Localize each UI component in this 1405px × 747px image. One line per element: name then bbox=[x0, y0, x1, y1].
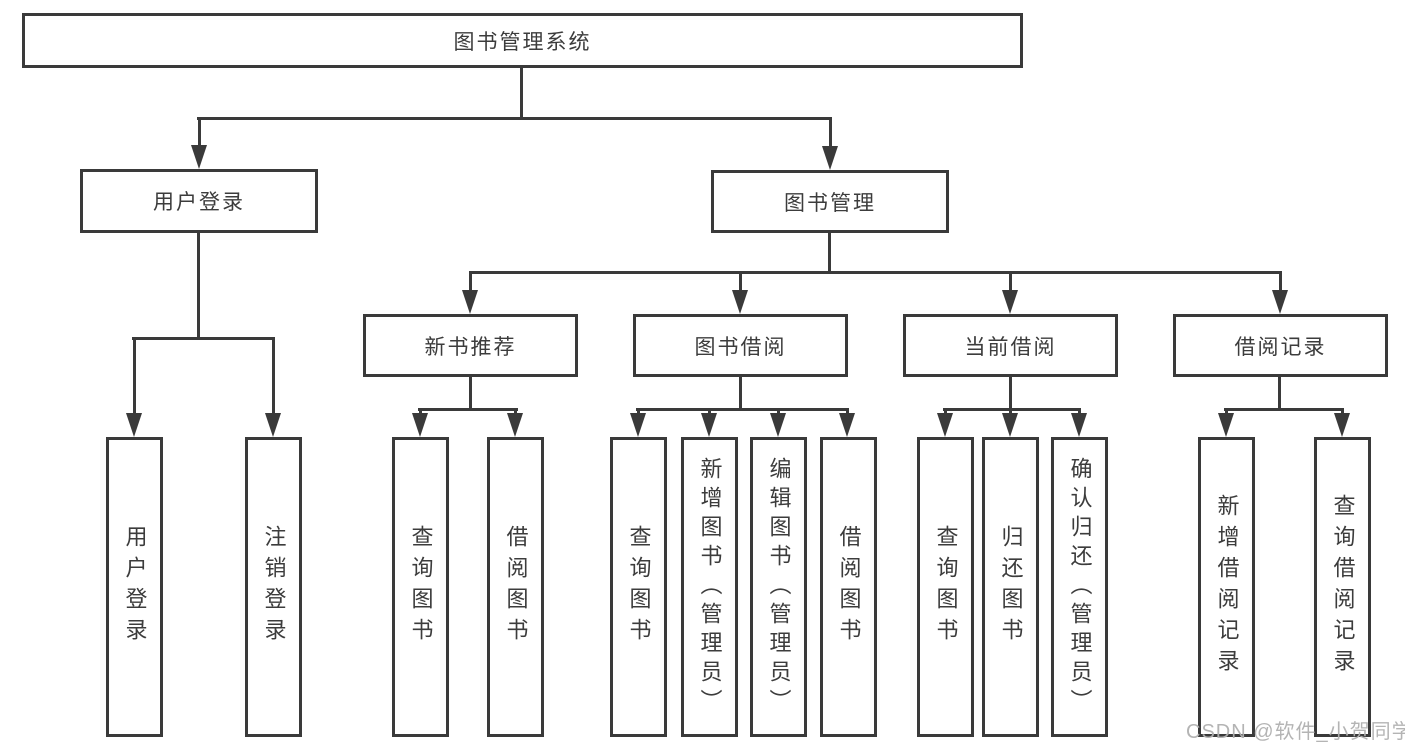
node-borrowing-records: 借阅记录 bbox=[1173, 314, 1388, 377]
arrow-to-cb-query bbox=[937, 413, 953, 437]
leaf-nb-query-books: 查询图书 bbox=[392, 437, 449, 737]
connector-to-cb-confirm bbox=[1078, 408, 1081, 417]
connector-bb-stem bbox=[739, 377, 742, 411]
arrow-to-new-book bbox=[462, 290, 478, 314]
connector-to-leaf-user-login bbox=[133, 337, 136, 417]
leaf-nb-borrow-books: 借阅图书 bbox=[487, 437, 544, 737]
connector-to-current-borrowing bbox=[1009, 271, 1012, 294]
connector-user-login-stem bbox=[197, 233, 200, 340]
node-user-login: 用户登录 bbox=[80, 169, 318, 233]
connector-to-bb-query bbox=[637, 408, 640, 417]
arrow-to-cb-confirm bbox=[1071, 413, 1087, 437]
arrow-to-nb-query bbox=[412, 413, 428, 437]
connector-root-to-user-login bbox=[198, 117, 201, 148]
arrow-to-leaf-logout bbox=[265, 413, 281, 437]
arrow-to-user-login bbox=[191, 145, 207, 169]
node-book-management-label: 图书管理 bbox=[784, 191, 876, 215]
connector-to-bb-add bbox=[708, 408, 711, 417]
arrow-to-br-add bbox=[1218, 413, 1234, 437]
connector-to-br-query bbox=[1341, 408, 1344, 417]
leaf-br-query-record-label: 查询借阅记录 bbox=[1330, 494, 1356, 680]
connector-root-bar bbox=[197, 117, 832, 120]
connector-to-cb-return bbox=[1009, 408, 1012, 417]
node-book-borrowing: 图书借阅 bbox=[633, 314, 848, 377]
node-root-label: 图书管理系统 bbox=[453, 30, 592, 54]
leaf-nb-query-books-label: 查询图书 bbox=[408, 525, 434, 649]
connector-to-new-book bbox=[469, 271, 472, 294]
leaf-br-add-record: 新增借阅记录 bbox=[1198, 437, 1255, 737]
leaf-cb-query-books: 查询图书 bbox=[917, 437, 974, 737]
connector-to-book-borrowing bbox=[739, 271, 742, 294]
arrow-to-current-borrowing bbox=[1002, 290, 1018, 314]
arrow-to-book-borrowing bbox=[732, 290, 748, 314]
csdn-watermark: CSDN @软件_小贺同学 bbox=[1186, 721, 1405, 743]
leaf-user-login: 用户登录 bbox=[106, 437, 163, 737]
arrow-to-cb-return bbox=[1002, 413, 1018, 437]
node-new-book-recommend-label: 新书推荐 bbox=[424, 335, 517, 359]
leaf-bb-edit-books-admin-label: 编辑图书（管理员） bbox=[766, 456, 792, 718]
connector-to-nb-borrow bbox=[514, 408, 517, 417]
node-current-borrowing: 当前借阅 bbox=[903, 314, 1118, 377]
leaf-cb-return-books: 归还图书 bbox=[982, 437, 1039, 737]
connector-root-to-book-mgmt bbox=[829, 117, 832, 149]
leaf-bb-add-books-admin-label: 新增图书（管理员） bbox=[697, 456, 723, 718]
leaf-bb-add-books-admin: 新增图书（管理员） bbox=[681, 437, 738, 737]
leaf-br-query-record: 查询借阅记录 bbox=[1314, 437, 1371, 737]
arrow-to-leaf-user-login bbox=[126, 413, 142, 437]
node-book-borrowing-label: 图书借阅 bbox=[694, 335, 787, 359]
leaf-cb-query-books-label: 查询图书 bbox=[933, 525, 959, 649]
arrow-to-book-mgmt bbox=[822, 146, 838, 170]
leaf-cb-confirm-return-admin: 确认归还（管理员） bbox=[1051, 437, 1108, 737]
arrow-to-bb-edit bbox=[770, 413, 786, 437]
arrow-to-bb-borrow bbox=[839, 413, 855, 437]
leaf-bb-borrow-books: 借阅图书 bbox=[820, 437, 877, 737]
leaf-cb-confirm-return-admin-label: 确认归还（管理员） bbox=[1067, 456, 1093, 718]
leaf-cb-return-books-label: 归还图书 bbox=[998, 525, 1024, 649]
arrow-to-bb-query bbox=[630, 413, 646, 437]
node-user-login-label: 用户登录 bbox=[153, 191, 245, 214]
leaf-bb-borrow-books-label: 借阅图书 bbox=[836, 525, 862, 649]
leaf-logout-label: 注销登录 bbox=[261, 525, 287, 649]
leaf-bb-edit-books-admin: 编辑图书（管理员） bbox=[750, 437, 807, 737]
connector-nb-stem bbox=[469, 377, 472, 411]
connector-to-borrowing-records bbox=[1279, 271, 1282, 294]
leaf-br-add-record-label: 新增借阅记录 bbox=[1214, 494, 1240, 680]
connector-to-bb-borrow bbox=[846, 408, 849, 417]
leaf-logout: 注销登录 bbox=[245, 437, 302, 737]
connector-bb-bar bbox=[636, 408, 849, 411]
node-borrowing-records-label: 借阅记录 bbox=[1234, 335, 1327, 359]
leaf-bb-query-books-label: 查询图书 bbox=[626, 525, 652, 649]
node-root: 图书管理系统 bbox=[22, 13, 1023, 68]
connector-user-login-bar bbox=[132, 337, 275, 340]
connector-nb-bar bbox=[418, 408, 518, 411]
node-current-borrowing-label: 当前借阅 bbox=[964, 335, 1057, 359]
arrow-to-nb-borrow bbox=[507, 413, 523, 437]
connector-to-br-add bbox=[1225, 408, 1228, 417]
leaf-user-login-label: 用户登录 bbox=[122, 525, 148, 649]
leaf-bb-query-books: 查询图书 bbox=[610, 437, 667, 737]
connector-cb-stem bbox=[1009, 377, 1012, 411]
leaf-nb-borrow-books-label: 借阅图书 bbox=[503, 525, 529, 649]
connector-to-bb-edit bbox=[777, 408, 780, 417]
connector-to-nb-query bbox=[419, 408, 422, 417]
node-new-book-recommend: 新书推荐 bbox=[363, 314, 578, 377]
connector-br-stem bbox=[1278, 377, 1281, 411]
node-book-management: 图书管理 bbox=[711, 170, 949, 233]
connector-to-cb-query bbox=[944, 408, 947, 417]
arrow-to-bb-add bbox=[701, 413, 717, 437]
connector-to-leaf-logout bbox=[272, 337, 275, 417]
connector-cb-bar bbox=[943, 408, 1081, 411]
connector-book-mgmt-stem bbox=[828, 233, 831, 274]
arrow-to-br-query bbox=[1334, 413, 1350, 437]
connector-root-stem bbox=[520, 68, 523, 117]
connector-br-bar bbox=[1224, 408, 1344, 411]
connector-book-mgmt-bar bbox=[469, 271, 1282, 274]
arrow-to-borrowing-records bbox=[1272, 290, 1288, 314]
